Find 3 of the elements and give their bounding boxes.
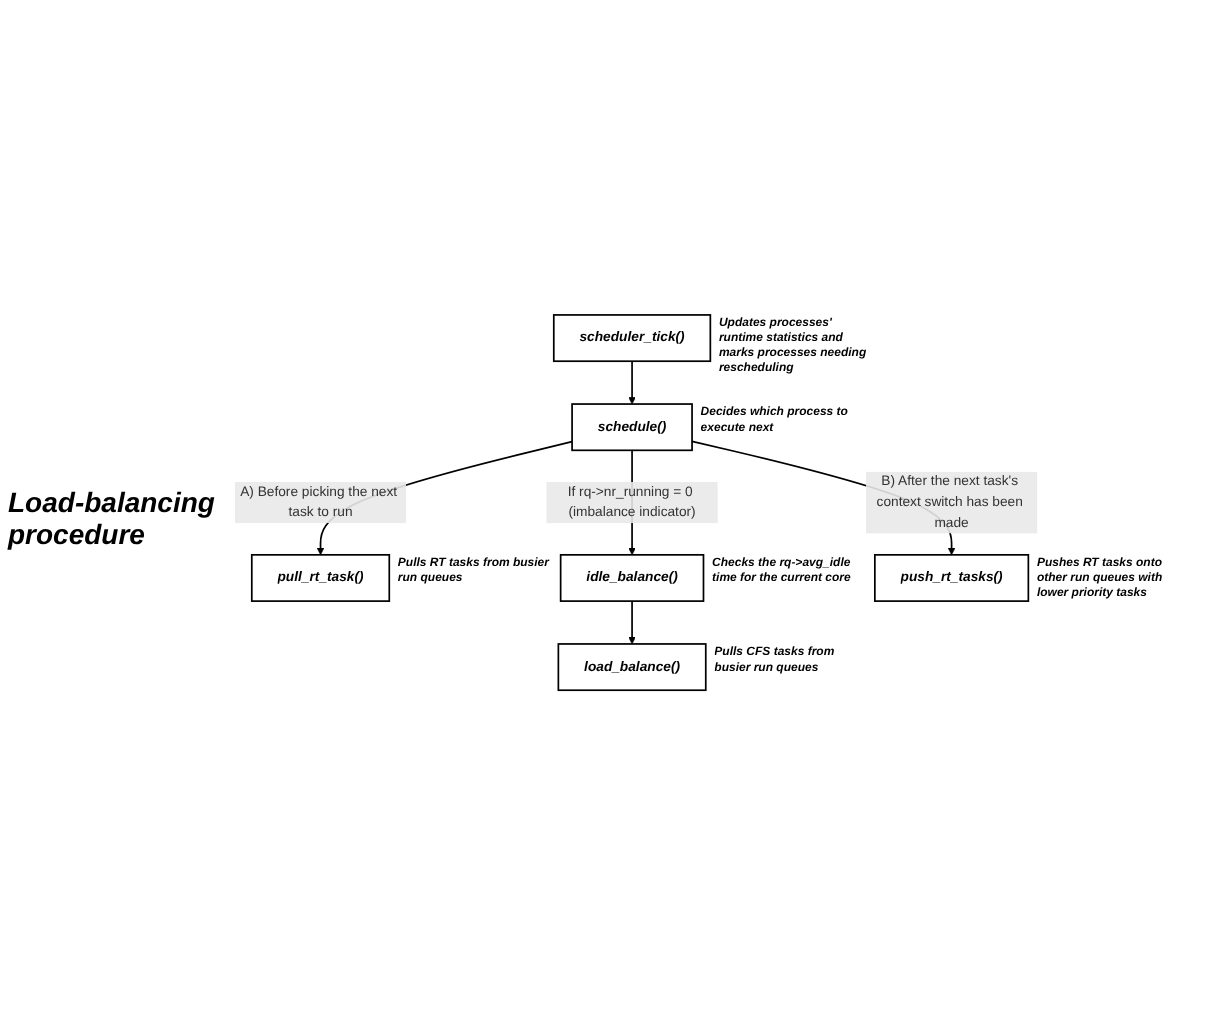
arrow xyxy=(628,600,636,645)
note-text: Load-balancing procedure xyxy=(8,486,217,550)
arrow xyxy=(628,360,636,405)
